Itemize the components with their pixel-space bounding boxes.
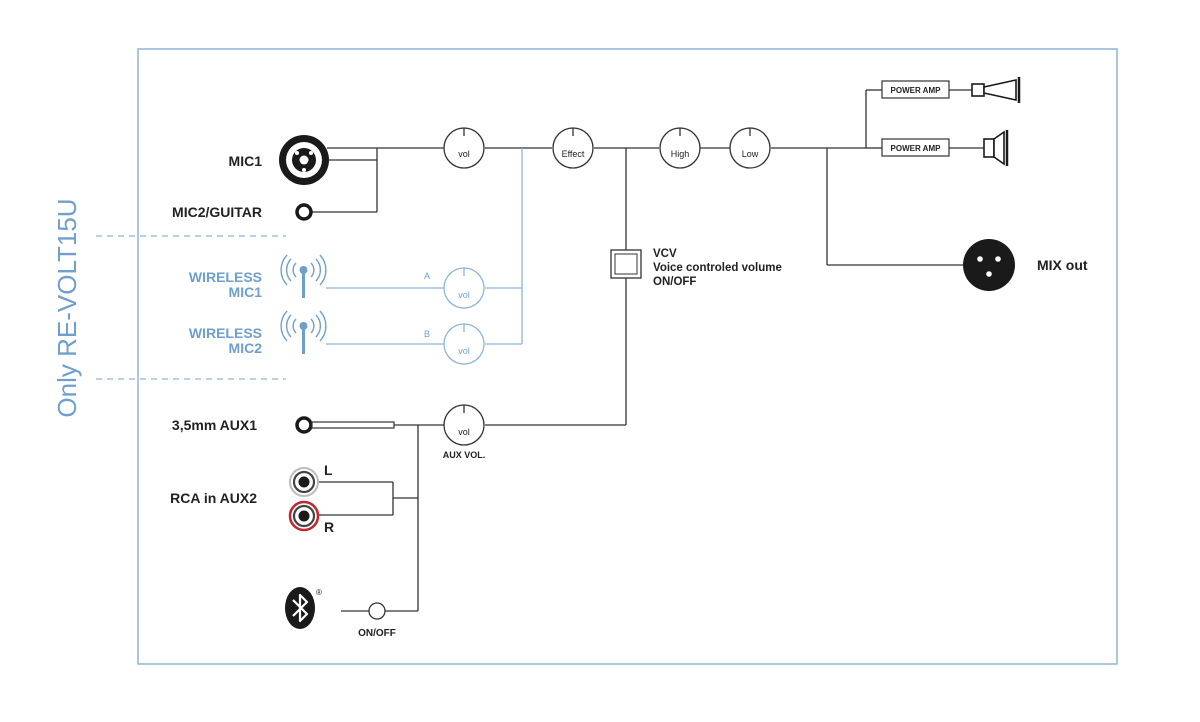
wireless-mic1-icon	[280, 254, 327, 298]
mic-vol-knob: vol	[443, 127, 485, 169]
aux2-label: RCA in AUX2	[170, 490, 257, 506]
mic1-combo-jack-icon	[279, 135, 329, 185]
high-knob-label: High	[671, 149, 690, 159]
low-knob-label: Low	[742, 149, 759, 159]
mic1-label: MIC1	[229, 153, 263, 169]
rca-left-label: L	[324, 462, 333, 478]
bluetooth-switch	[368, 602, 386, 620]
bluetooth-registered-mark: ®	[316, 588, 322, 597]
wireless-mic1-label-line1: WIRELESS	[189, 269, 262, 285]
aux-vol-knob-label: vol	[458, 427, 470, 437]
bluetooth-switch-label: ON/OFF	[358, 628, 396, 639]
vcv-title: VCV	[653, 248, 677, 260]
effect-knob: Effect	[552, 127, 594, 169]
wireless-wires	[326, 148, 523, 345]
low-knob: Low	[729, 127, 771, 169]
power-amp-top-box: POWER AMP	[881, 80, 950, 99]
mix-out-label: MIX out	[1037, 257, 1088, 273]
aux1-jack-icon	[295, 416, 395, 434]
wireless-a-vol-label: vol	[458, 290, 470, 300]
rca-right-jack-icon	[288, 500, 320, 532]
rca-left-jack-icon	[289, 467, 319, 497]
mic2-jack-icon	[295, 203, 313, 221]
woofer-speaker-icon	[983, 130, 1009, 166]
vcv-description: Voice controled volume	[653, 262, 782, 274]
diagram-frame	[137, 48, 1118, 665]
wireless-a-vol-knob: vol	[443, 267, 485, 309]
horn-tweeter-icon	[971, 77, 1021, 103]
wireless-mic1-label-line2: MIC1	[229, 284, 263, 300]
power-amp-bottom-label: POWER AMP	[891, 144, 942, 153]
wireless-mic2-label-line1: WIRELESS	[189, 325, 262, 341]
channel-a-label: A	[424, 271, 430, 281]
power-amp-top-label: POWER AMP	[891, 86, 942, 95]
wireless-b-vol-knob: vol	[443, 323, 485, 365]
bluetooth-icon	[285, 587, 315, 629]
mic-vol-knob-label: vol	[458, 149, 470, 159]
effect-knob-label: Effect	[562, 149, 585, 159]
wireless-mic2-icon	[280, 310, 327, 354]
wireless-mic2-label-line2: MIC2	[229, 340, 263, 356]
signal-wires	[312, 89, 984, 612]
wireless-b-vol-label: vol	[458, 346, 470, 356]
mix-out-xlr-icon	[963, 239, 1015, 291]
power-amp-bottom-box: POWER AMP	[881, 138, 950, 157]
rca-right-label: R	[324, 519, 334, 535]
aux-vol-knob: vol	[443, 404, 485, 446]
channel-b-label: B	[424, 329, 430, 339]
side-label: Only RE-VOLT15U	[52, 198, 82, 417]
mic2-guitar-label: MIC2/GUITAR	[172, 204, 262, 220]
aux-vol-caption: AUX VOL.	[443, 450, 486, 460]
vcv-switch-icon	[610, 249, 642, 279]
high-knob: High	[659, 127, 701, 169]
aux1-label: 3,5mm AUX1	[172, 417, 257, 433]
vcv-state: ON/OFF	[653, 276, 696, 288]
